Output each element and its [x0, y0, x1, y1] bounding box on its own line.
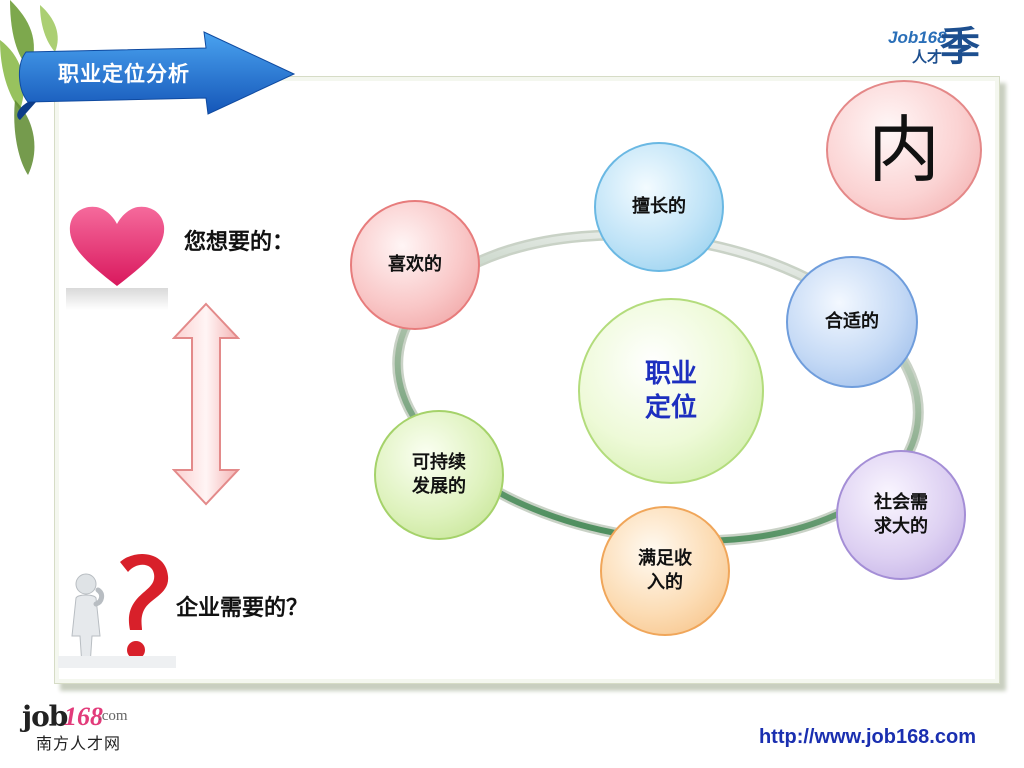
- center-node: 职业 定位: [578, 298, 764, 484]
- page-title: 职业定位分析: [58, 62, 190, 86]
- node-good-at: 擅长的: [594, 142, 724, 272]
- node-social-demand: 社会需 求大的: [836, 450, 966, 580]
- footer-logo-job: job: [22, 700, 68, 733]
- footer-url-link[interactable]: http://www.job168.com: [758, 726, 976, 748]
- center-line2: 定位: [644, 393, 697, 423]
- node-sustainable: 可持续 发展的: [374, 410, 504, 540]
- center-line1: 职业: [644, 359, 697, 389]
- node-sustainable-line2: 发展的: [412, 476, 466, 497]
- company-label: 企业需要的？: [176, 596, 309, 621]
- node-like-label: 喜欢的: [388, 254, 442, 275]
- node-income-line2: 入的: [647, 572, 683, 593]
- node-income: 满足收 入的: [600, 506, 730, 636]
- node-social-demand-line1: 社会需: [874, 492, 928, 513]
- footer-logo-cn: 南方人才网: [36, 734, 122, 753]
- inner-char: 内: [867, 108, 940, 192]
- node-suitable: 合适的: [786, 256, 918, 388]
- footer-logo-com: .com: [98, 708, 128, 724]
- inner-char-circle: 内: [826, 80, 982, 220]
- job168-logo-text: Job168: [888, 28, 947, 47]
- node-sustainable-line1: 可持续: [412, 452, 466, 473]
- node-good-at-label: 擅长的: [632, 196, 686, 217]
- want-label: 您想要的：: [184, 230, 295, 255]
- node-suitable-label: 合适的: [825, 311, 879, 332]
- job168-logo-sub: 人才: [912, 48, 943, 66]
- job168-logo-char: 季: [940, 23, 980, 70]
- node-income-line1: 满足收: [638, 548, 692, 569]
- double-arrow-icon: [172, 302, 240, 506]
- node-like: 喜欢的: [350, 200, 480, 330]
- heart-icon: [66, 206, 168, 310]
- node-social-demand-line2: 求大的: [874, 516, 928, 537]
- question-mark-person-icon: [58, 553, 176, 668]
- footer-logo-168: 168: [64, 702, 103, 731]
- title-banner-arrow: [17, 31, 296, 120]
